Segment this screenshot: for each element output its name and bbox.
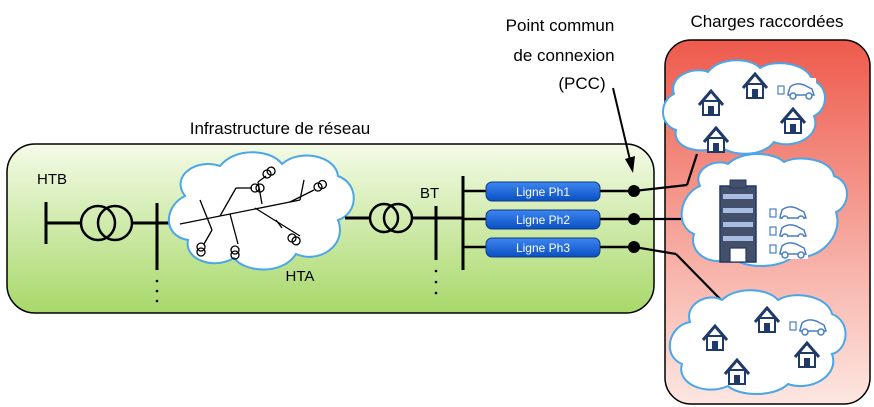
line-ph1-label: Ligne Ph1 [516, 185, 570, 199]
pcc-label-line2: de connexion [513, 46, 614, 65]
htb-label: HTB [37, 171, 67, 188]
bt-busbar-dots [434, 269, 438, 295]
pcc-node-ph2 [628, 213, 640, 225]
ev-car-icon-bottom [787, 313, 829, 337]
charges-label: Charges raccordées [690, 12, 843, 31]
line-ph3: Ligne Ph3 [485, 237, 601, 258]
load-cloud-houses-bottom [668, 289, 847, 395]
hta-feeder-network [179, 175, 315, 245]
line-ph1: Ligne Ph1 [485, 181, 601, 202]
ev-car-icon-top [775, 77, 817, 101]
ev-car-icons-building [767, 200, 809, 260]
bt-label: BT [420, 185, 439, 202]
line-ph3-label: Ligne Ph3 [516, 241, 570, 255]
pcc-label-line3: (PCC) [558, 74, 605, 93]
pcc-node-ph1 [628, 185, 640, 197]
load-cloud-building [680, 153, 848, 267]
line-ph2-label: Ligne Ph2 [516, 213, 570, 227]
pcc-nodes [628, 185, 640, 253]
hta-busbar-dots [155, 279, 159, 303]
hta-label: HTA [286, 268, 315, 285]
pcc-node-ph3 [628, 241, 640, 253]
apartment-building-icon [719, 179, 757, 263]
line-ph2: Ligne Ph2 [485, 209, 601, 230]
pcc-arrow-icon [612, 87, 635, 173]
htb-busbar [44, 202, 81, 244]
hta-network-cloud [168, 151, 355, 271]
pcc-label-line1: Point commun [506, 16, 615, 35]
load-cloud-houses-top [662, 59, 826, 155]
infrastructure-label: Infrastructure de réseau [190, 119, 370, 138]
